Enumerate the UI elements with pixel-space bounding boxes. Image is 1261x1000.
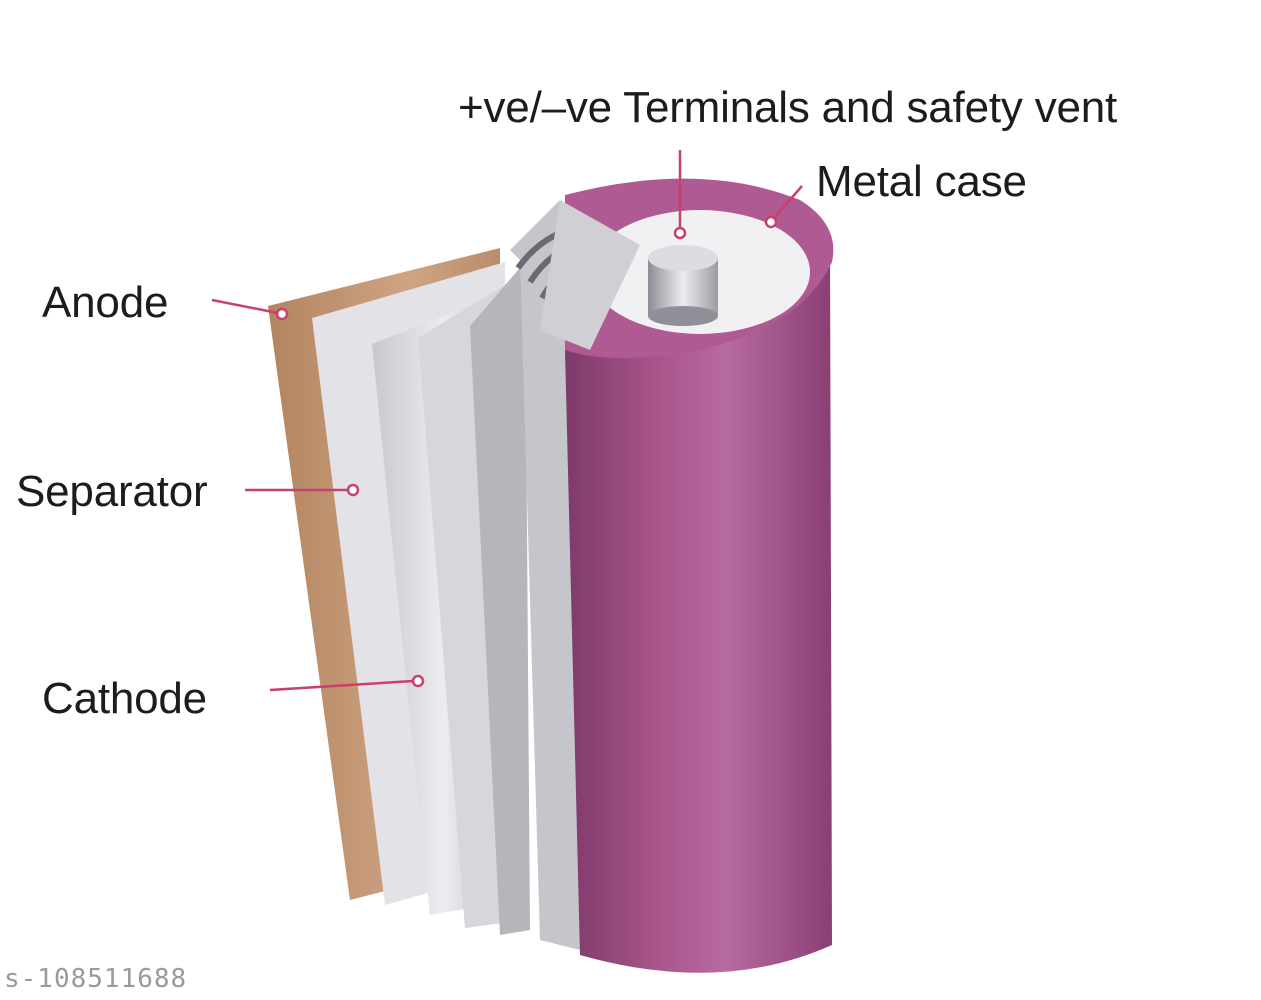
metal-case: [565, 250, 832, 973]
metal-case-label: Metal case: [816, 157, 1027, 206]
terminals-label: +ve/–ve Terminals and safety vent: [458, 83, 1118, 132]
cathode-label: Cathode: [42, 674, 207, 723]
anode-leader: [211, 298, 279, 315]
separator-label: Separator: [16, 467, 208, 516]
cathode-leader: [269, 679, 414, 692]
rolled-layers: [510, 200, 580, 950]
separator-marker: [346, 483, 360, 497]
cathode-marker: [411, 674, 425, 688]
cutaway-wedge: [540, 200, 640, 350]
inner-sheet-shadow: [470, 262, 530, 935]
metal-case-leader: [773, 185, 803, 219]
terminals-marker: [673, 226, 687, 240]
terminal-top: [648, 245, 718, 271]
terminal-base: [648, 306, 718, 326]
metal-case-marker: [764, 215, 778, 229]
anode-label: Anode: [42, 278, 169, 327]
anode-marker: [275, 307, 289, 321]
stock-id-watermark: s-108511688: [4, 964, 188, 994]
